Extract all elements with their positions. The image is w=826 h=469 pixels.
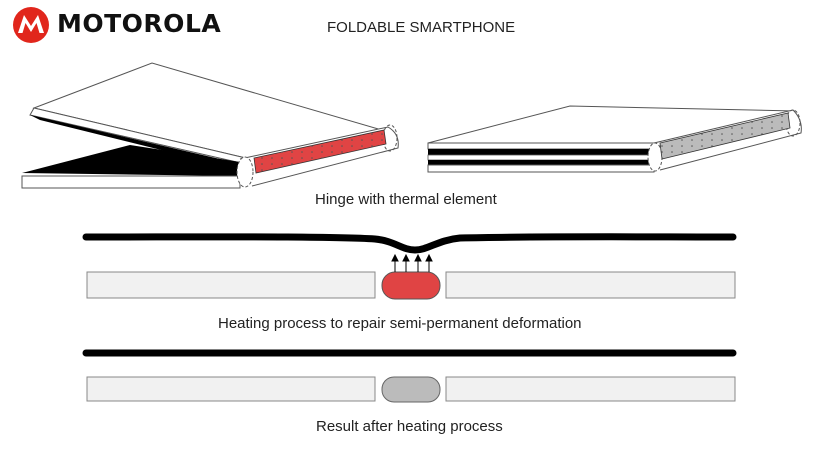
result-cross-section bbox=[82, 349, 737, 403]
cooled-hinge-element bbox=[381, 376, 441, 403]
folded-phone-figure bbox=[21, 62, 399, 189]
right-panel bbox=[445, 376, 736, 402]
flat-phone-figure bbox=[427, 105, 802, 173]
caption-heating: Heating process to repair semi-permanent… bbox=[218, 315, 582, 332]
heated-hinge-element bbox=[381, 271, 441, 300]
brand-wordmark: MOTOROLA bbox=[57, 9, 222, 38]
caption-hinge: Hinge with thermal element bbox=[315, 191, 497, 208]
caption-result: Result after heating process bbox=[316, 418, 503, 435]
deformed-display-line bbox=[82, 233, 737, 254]
heat-arrows-icon bbox=[391, 253, 433, 272]
motorola-logo-icon bbox=[13, 7, 49, 43]
heating-cross-section bbox=[82, 233, 737, 300]
left-panel bbox=[86, 376, 376, 402]
page-title: FOLDABLE SMARTPHONE bbox=[327, 19, 516, 36]
left-panel bbox=[86, 271, 376, 299]
right-panel bbox=[445, 271, 736, 299]
